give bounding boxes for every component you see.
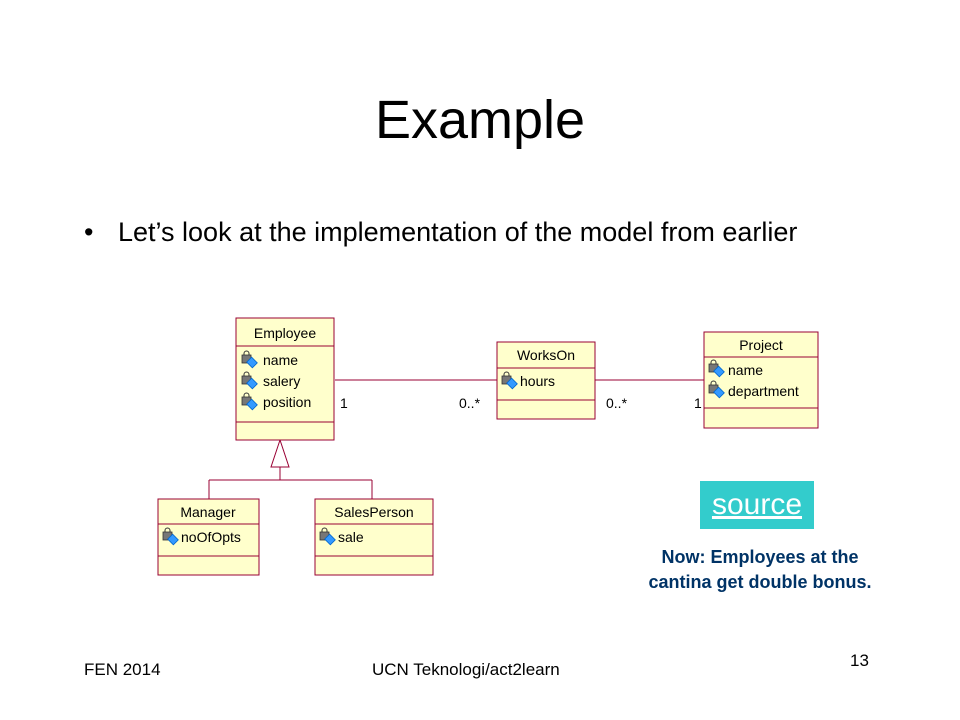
- class-name: Manager: [180, 504, 236, 520]
- attribute: position: [263, 394, 311, 410]
- attribute: salery: [263, 373, 300, 389]
- page-number: 13: [850, 651, 869, 670]
- class-name: Project: [739, 337, 783, 353]
- bullet-text: Let’s look at the implementation of the …: [118, 217, 798, 247]
- attribute: name: [263, 352, 298, 368]
- attribute: hours: [520, 373, 555, 389]
- class-salesperson[interactable]: SalesPerson sale: [314, 498, 434, 576]
- class-manager[interactable]: Manager noOfOpts: [157, 498, 260, 576]
- footer-center: UCN Teknologi/act2learn: [372, 660, 560, 679]
- note-text: Now: Employees at the cantina get double…: [648, 547, 872, 592]
- attribute: name: [728, 362, 763, 378]
- bullet-item: • Let’s look at the implementation of th…: [84, 214, 864, 251]
- attribute: department: [728, 383, 799, 399]
- class-project[interactable]: Project name department: [703, 331, 819, 429]
- source-link-button[interactable]: source: [700, 481, 814, 529]
- class-name: Employee: [254, 325, 316, 341]
- class-employee[interactable]: Employee name salery position: [235, 317, 335, 441]
- attribute: noOfOpts: [181, 529, 241, 545]
- footer-left: FEN 2014: [84, 660, 161, 679]
- multiplicity-workson-left: 0..*: [459, 395, 481, 411]
- slide-title: Example: [374, 90, 586, 150]
- class-workson[interactable]: WorksOn hours: [496, 341, 596, 420]
- class-name: SalesPerson: [334, 504, 413, 520]
- multiplicity-project: 1: [694, 395, 702, 411]
- multiplicity-employee: 1: [340, 395, 348, 411]
- multiplicity-workson-right: 0..*: [606, 395, 628, 411]
- bullet-dot: •: [84, 217, 94, 247]
- class-name: WorksOn: [517, 347, 575, 363]
- generalization-lines: [208, 467, 373, 499]
- source-link-label[interactable]: source: [711, 488, 803, 521]
- generalization-arrow: [270, 438, 290, 468]
- attribute: sale: [338, 529, 364, 545]
